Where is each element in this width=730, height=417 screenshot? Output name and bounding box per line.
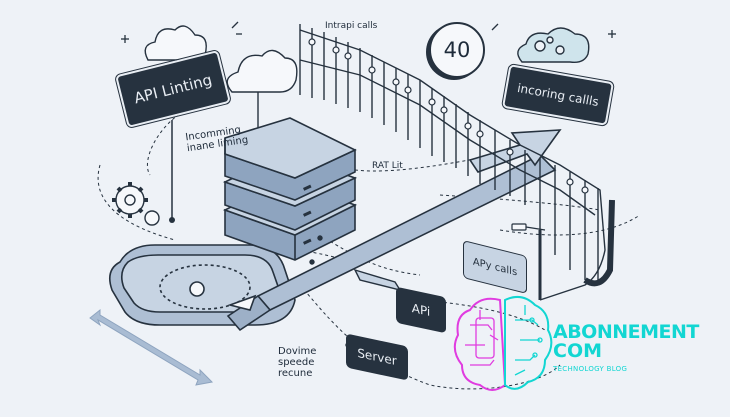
badge-number: 40 — [443, 38, 471, 62]
double-arrow-icon — [89, 308, 214, 386]
arrow-icon — [468, 129, 562, 173]
gear-icon — [112, 182, 160, 226]
count-badge: 40 — [429, 22, 485, 78]
logo-tagline: TECHNOLOGY BLOG — [553, 365, 628, 373]
incoming-calls-label: incoring callls — [516, 80, 600, 110]
pole-base — [169, 217, 175, 223]
server-stack — [222, 117, 358, 261]
cloud-icon — [226, 49, 298, 128]
intrapi-calls-label: Intrapi calls — [325, 21, 378, 31]
logo-name-line2: COM — [553, 340, 603, 362]
logo: ABONNEMENT COM TECHNOLOGY BLOG — [553, 321, 699, 374]
api-limiting-label: API Linting — [132, 70, 214, 108]
api-label: APi — [411, 301, 431, 319]
device-note: Dovime speede recune — [278, 346, 316, 379]
rat-lit-label: RAT Lit — [372, 161, 403, 171]
platform-base — [109, 244, 296, 326]
device-note-line2: speede — [278, 357, 315, 368]
probe-icon — [511, 223, 546, 231]
logo-brain-icon — [453, 295, 553, 391]
server-label: Server — [357, 345, 397, 369]
api-calls-label: APy calls — [472, 255, 518, 279]
device-note-line3: recune — [278, 368, 313, 379]
fence-knobs — [308, 38, 589, 194]
device-note-line1: Dovime — [278, 346, 317, 357]
sparkle-icon — [121, 21, 616, 43]
cloud-icon — [517, 27, 590, 64]
logo-name-line1: ABONNEMENT — [553, 321, 699, 343]
